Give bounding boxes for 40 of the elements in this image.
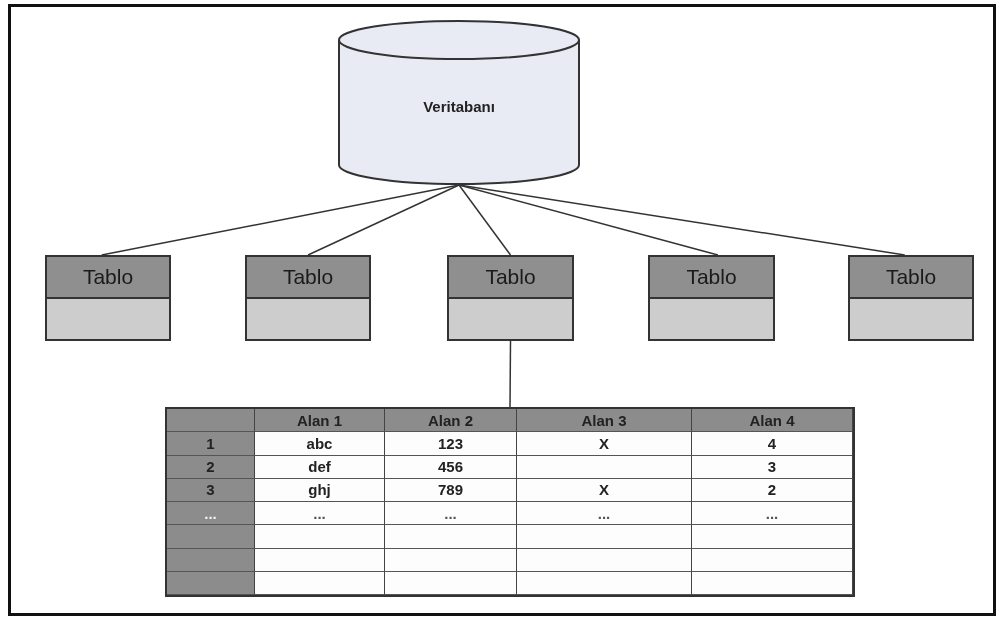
table-cell: 3	[692, 455, 853, 479]
table-cell: ghj	[255, 478, 385, 502]
connector-line	[509, 340, 512, 408]
table-title: Tablo	[47, 257, 169, 299]
row-number: ...	[167, 502, 255, 526]
row-number: 1	[167, 432, 255, 456]
table-box	[45, 255, 171, 341]
row-number: 3	[167, 478, 255, 502]
table-cell: ...	[385, 502, 517, 526]
table-cell: 4	[692, 432, 853, 456]
table-cell: ...	[692, 502, 853, 526]
table-box	[848, 255, 974, 341]
connector-line	[458, 184, 906, 256]
table-cell: 123	[385, 432, 517, 456]
table-cell: X	[517, 478, 692, 502]
data-table	[165, 407, 855, 597]
table-box	[447, 255, 574, 341]
column-header: Alan 3	[517, 409, 692, 433]
table-cell: 456	[385, 455, 517, 479]
table-cell: abc	[255, 432, 385, 456]
table-cell: 2	[692, 478, 853, 502]
column-header: Alan 2	[385, 409, 517, 433]
database-label: Veritabanı	[422, 98, 496, 115]
table-cell: X	[517, 432, 692, 456]
table-cell: ...	[517, 502, 692, 526]
connector-line	[458, 184, 512, 256]
connector-line	[307, 184, 460, 256]
table-title: Tablo	[650, 257, 773, 299]
table-box	[245, 255, 371, 341]
table-cell: 789	[385, 478, 517, 502]
table-title: Tablo	[449, 257, 572, 299]
row-number: 2	[167, 455, 255, 479]
table-cell: ...	[255, 502, 385, 526]
database-cylinder	[338, 20, 580, 185]
column-header: Alan 1	[255, 409, 385, 433]
table-box	[648, 255, 775, 341]
table-cell: def	[255, 455, 385, 479]
table-title: Tablo	[247, 257, 369, 299]
column-header: Alan 4	[692, 409, 853, 433]
table-title: Tablo	[850, 257, 972, 299]
